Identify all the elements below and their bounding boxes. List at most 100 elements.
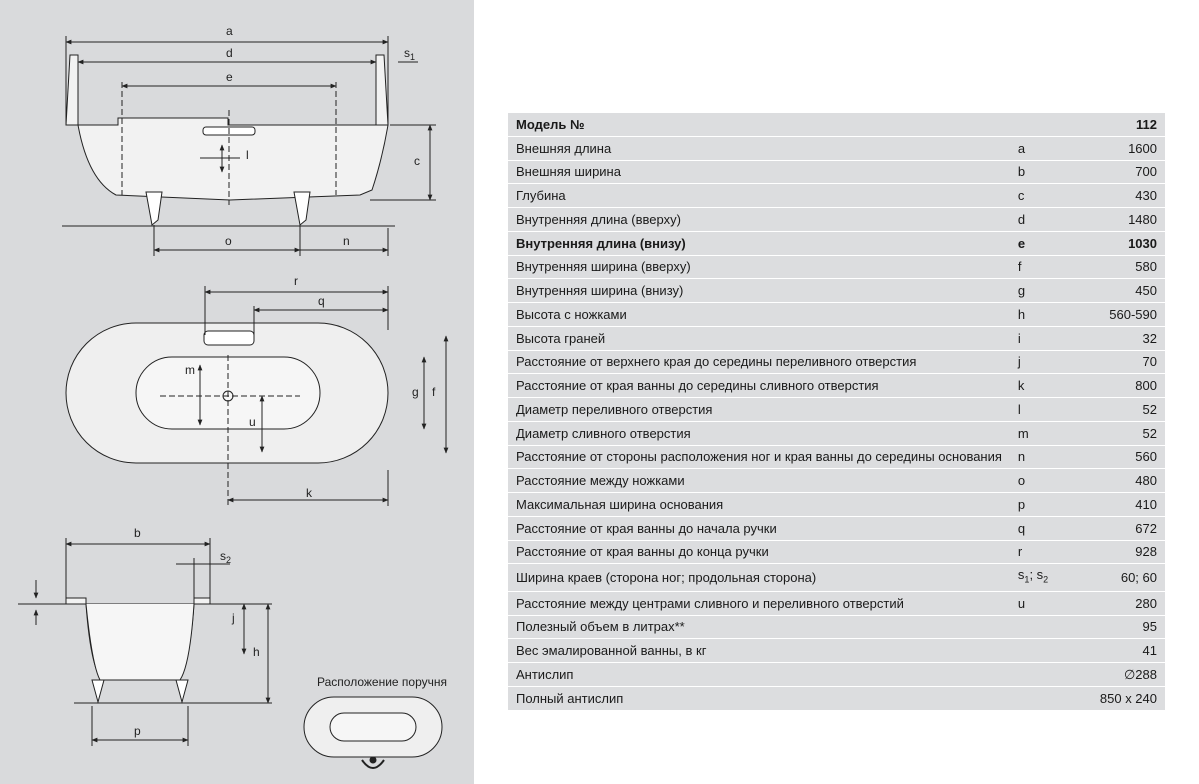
- row-name: Внутренняя длина (вверху): [508, 207, 1010, 232]
- label-g: g: [412, 385, 419, 399]
- row-symbol: c: [1009, 183, 1092, 208]
- row-symbol: [1009, 638, 1092, 664]
- row-value: 1030: [1091, 231, 1165, 256]
- row-value: 580: [1091, 255, 1165, 280]
- row-value: ∅288: [1091, 662, 1165, 687]
- row-value: 672: [1091, 516, 1165, 541]
- row-value: 850 x 240: [1091, 686, 1165, 711]
- row-name: Внутренняя длина (внизу): [508, 231, 1010, 256]
- row-symbol: [1009, 662, 1092, 687]
- row-name: Полный антислип: [508, 686, 1010, 711]
- row-symbol-part: 1: [1024, 574, 1030, 585]
- label-s2: s2: [220, 549, 231, 565]
- row-value: 430: [1091, 183, 1165, 208]
- row-name: Полезный объем в литрах**: [508, 615, 1010, 640]
- side-view: [62, 36, 436, 256]
- end-view: [18, 538, 272, 746]
- handle-position-caption: Расположение поручня: [317, 675, 447, 689]
- row-symbol: p: [1009, 492, 1092, 517]
- row-name: Вес эмалированной ванны, в кг: [508, 638, 1010, 664]
- label-h: h: [253, 645, 260, 659]
- row-symbol: [1009, 615, 1092, 640]
- row-symbol: g: [1009, 278, 1092, 303]
- row-value: 32: [1091, 326, 1165, 351]
- label-p: p: [134, 724, 141, 738]
- row-value: 52: [1091, 397, 1165, 422]
- row-name: Максимальная ширина основания: [508, 492, 1010, 517]
- row-name: Диаметр сливного отверстия: [508, 421, 1010, 446]
- table-row: Расстояние от верхнего края до середины …: [508, 350, 1165, 375]
- row-symbol-part: ;: [1029, 567, 1037, 583]
- row-name: Расстояние между ножками: [508, 468, 1010, 493]
- row-symbol: a: [1009, 136, 1092, 161]
- label-u: u: [249, 415, 256, 429]
- row-symbol: k: [1009, 373, 1092, 398]
- label-o: o: [225, 234, 232, 248]
- table-row: Расстояние от стороны расположения ног и…: [508, 445, 1165, 470]
- row-value: 95: [1091, 615, 1165, 640]
- row-name: Глубина: [508, 183, 1010, 208]
- row-name: Внутренняя ширина (вверху): [508, 255, 1010, 280]
- label-a: a: [226, 24, 233, 38]
- technical-drawing: a d s1 e l c o n r q m g f u k b s2 j h …: [18, 24, 449, 769]
- top-view: [65, 286, 449, 506]
- row-name: Расстояние между центрами сливного и пер…: [508, 591, 1010, 616]
- row-symbol: m: [1009, 421, 1092, 446]
- row-value: 928: [1091, 540, 1165, 565]
- label-e: e: [226, 70, 233, 84]
- technical-drawing-panel: a d s1 e l c o n r q m g f u k b s2 j h …: [0, 0, 474, 784]
- row-symbol: o: [1009, 468, 1092, 493]
- row-symbol: [1009, 686, 1092, 711]
- row-value: 1480: [1091, 207, 1165, 232]
- row-name: Расстояние от стороны расположения ног и…: [508, 445, 1010, 470]
- row-name: Внешняя ширина: [508, 160, 1010, 185]
- row-symbol: i: [1009, 326, 1092, 351]
- label-d: d: [226, 46, 233, 60]
- row-value: 700: [1091, 160, 1165, 185]
- row-value: 280: [1091, 591, 1165, 616]
- label-m: m: [185, 363, 195, 377]
- row-value: 450: [1091, 278, 1165, 303]
- header-symbol: [1009, 113, 1092, 137]
- row-value: 1600: [1091, 136, 1165, 161]
- row-symbol-part: s: [1017, 567, 1025, 583]
- table-row: Ширина краев (сторона ног; продольная ст…: [508, 563, 1165, 592]
- row-symbol: h: [1009, 302, 1092, 327]
- table-row: Антислип∅288: [508, 662, 1165, 687]
- header-name: Модель №: [508, 113, 1010, 137]
- row-value: 410: [1091, 492, 1165, 517]
- row-symbol: l: [1009, 397, 1092, 422]
- row-value: 800: [1091, 373, 1165, 398]
- row-name: Расстояние от края ванны до начала ручки: [508, 516, 1010, 541]
- row-symbol: e: [1009, 231, 1092, 256]
- row-symbol: d: [1009, 207, 1092, 232]
- label-n: n: [343, 234, 350, 248]
- table-row: Расстояние между центрами сливного и пер…: [508, 591, 1165, 616]
- row-name: Ширина краев (сторона ног; продольная ст…: [508, 563, 1010, 592]
- row-value: 60; 60: [1091, 563, 1165, 592]
- row-value: 560: [1091, 445, 1165, 470]
- label-q: q: [318, 294, 325, 308]
- handle-position-view: [303, 696, 443, 769]
- label-f: f: [432, 385, 436, 399]
- row-symbol: q: [1009, 516, 1092, 541]
- row-symbol-part: s: [1036, 567, 1044, 583]
- label-r: r: [294, 274, 298, 288]
- row-name: Диаметр переливного отверстия: [508, 397, 1010, 422]
- row-symbol: u: [1009, 591, 1092, 616]
- table-header-row: Модель № 112: [508, 113, 1165, 137]
- table-row: Полезный объем в литрах** 95: [508, 615, 1165, 640]
